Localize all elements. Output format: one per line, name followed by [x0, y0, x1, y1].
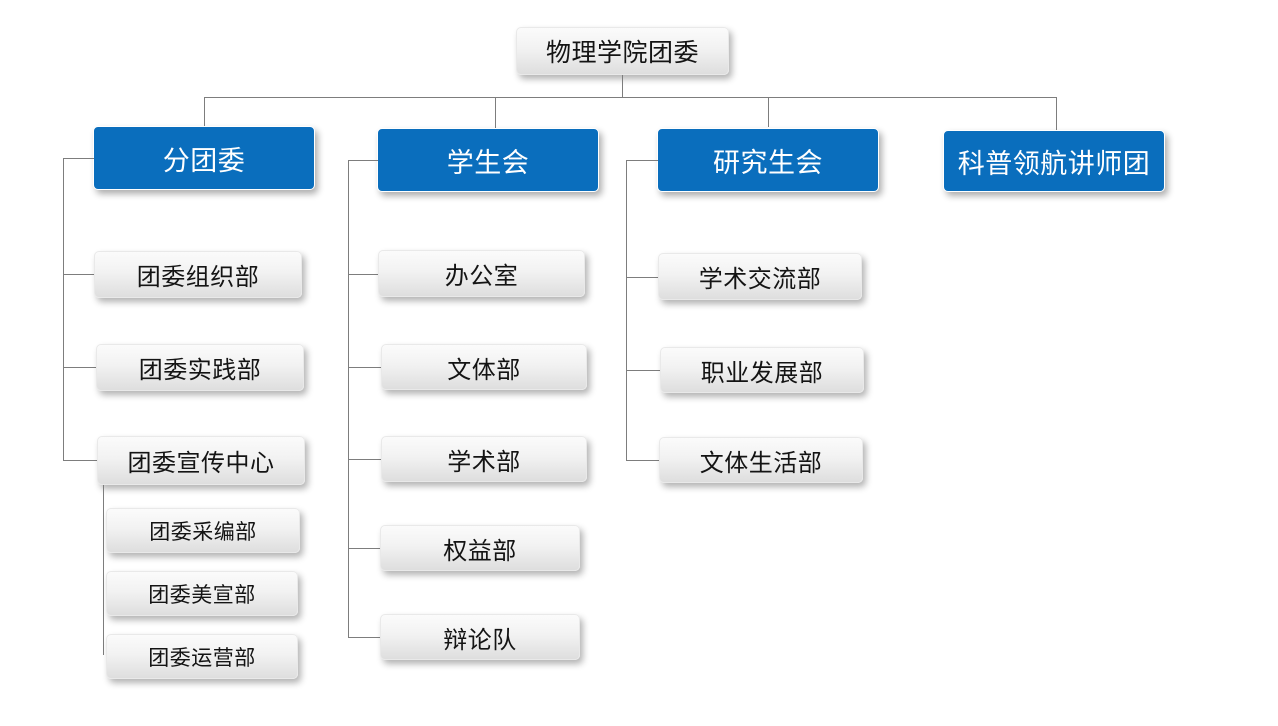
node-b2-child-4[interactable]: 权益部 [380, 525, 580, 571]
connector-elbow-b3-child-2 [626, 370, 660, 371]
node-b1-c3-child-2[interactable]: 团委美宣部 [106, 571, 298, 616]
node-b1-c3-child-1[interactable]: 团委采编部 [106, 508, 300, 553]
connector-elbow-b2-child-2 [348, 367, 381, 368]
node-b1-c3-child-3[interactable]: 团委运营部 [106, 634, 298, 679]
connector-drop-branch-3 [768, 97, 769, 127]
node-b2-child-5[interactable]: 辩论队 [380, 614, 580, 660]
connector-elbow-b3-child-1 [626, 277, 658, 278]
node-branch-4[interactable]: 科普领航讲师团 [943, 130, 1165, 192]
node-b1-child-1[interactable]: 团委组织部 [94, 251, 302, 298]
connector-drop-branch-4 [1056, 97, 1057, 130]
node-root[interactable]: 物理学院团委 [516, 27, 729, 75]
node-branch-2[interactable]: 学生会 [377, 128, 599, 192]
node-b3-child-2[interactable]: 职业发展部 [660, 347, 864, 393]
connector-drop-branch-1 [204, 97, 205, 126]
connector-spine-b1-c3 [103, 485, 104, 655]
connector-drop-branch-2 [495, 97, 496, 128]
node-b2-child-2[interactable]: 文体部 [381, 344, 587, 390]
node-b3-child-3[interactable]: 文体生活部 [659, 437, 863, 483]
connector-spine-branch-3 [626, 160, 627, 460]
connector-elbow-branch-2-head [348, 160, 378, 161]
connector-elbow-branch-3-head [626, 160, 658, 161]
connector-spine-branch-1 [63, 158, 64, 460]
connector-level1-bus [204, 97, 1057, 98]
connector-elbow-branch-1-head [63, 158, 94, 159]
connector-elbow-b2-child-1 [348, 274, 379, 275]
connector-elbow-b2-child-4 [348, 548, 380, 549]
node-b3-child-1[interactable]: 学术交流部 [658, 253, 862, 300]
connector-elbow-b1-child-3 [63, 460, 97, 461]
node-b2-child-1[interactable]: 办公室 [378, 250, 585, 297]
connector-root-stem [622, 75, 623, 97]
connector-elbow-b2-child-5 [348, 637, 380, 638]
node-branch-3[interactable]: 研究生会 [657, 128, 879, 192]
connector-elbow-b2-child-3 [348, 459, 381, 460]
node-b2-child-3[interactable]: 学术部 [381, 436, 587, 482]
connector-elbow-b3-child-3 [626, 460, 659, 461]
connector-elbow-b1-child-2 [63, 367, 96, 368]
connector-spine-branch-2 [348, 160, 349, 638]
connector-elbow-b1-child-1 [63, 274, 94, 275]
node-b1-child-2[interactable]: 团委实践部 [96, 344, 304, 391]
node-b1-child-3[interactable]: 团委宣传中心 [97, 436, 305, 485]
node-branch-1[interactable]: 分团委 [93, 126, 315, 190]
